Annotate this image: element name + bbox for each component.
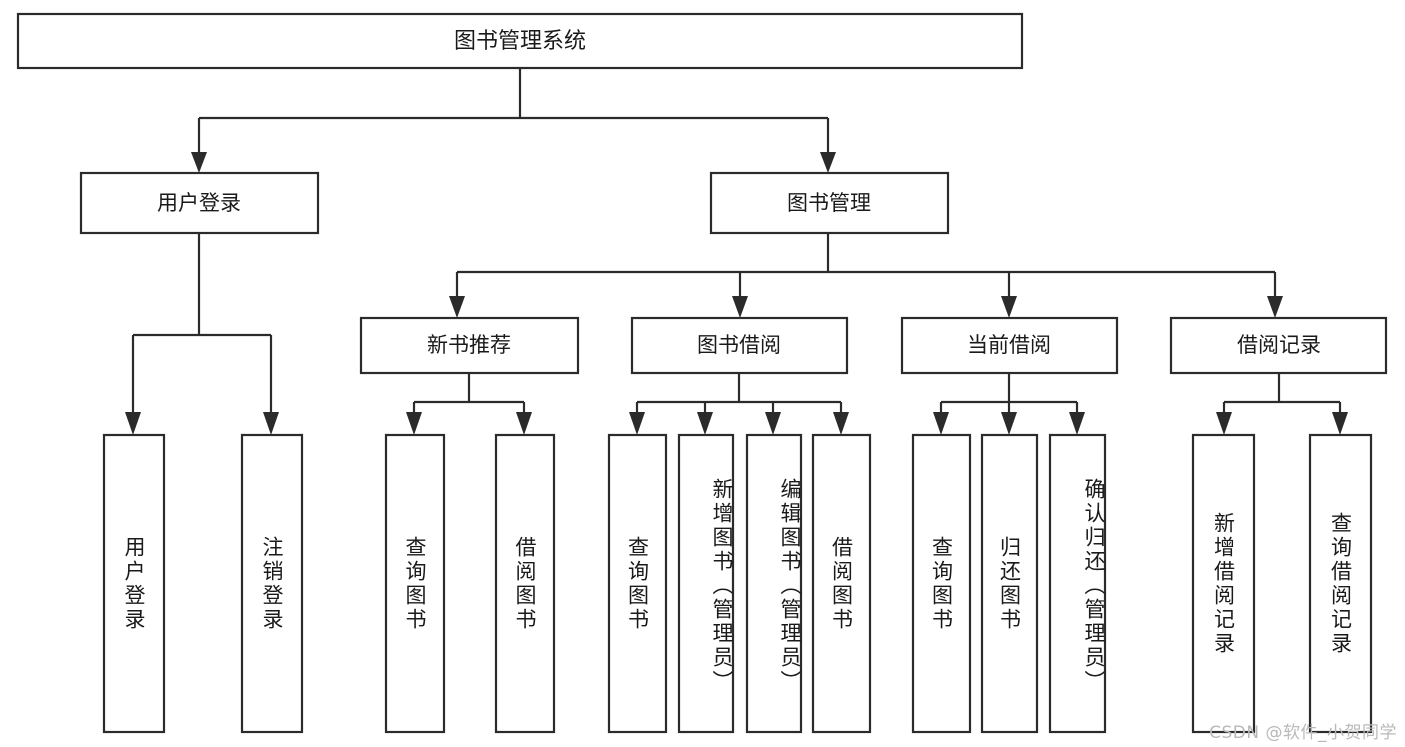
leaf-label-current-confirm: 确认归还（管理员） [1082, 477, 1106, 694]
leaf-label-record-query: 查询借阅记录 [1328, 511, 1353, 656]
connector-root-to-level2 [191, 68, 836, 173]
leaf-box-record-query[interactable] [1308, 433, 1373, 734]
connector-borrowrecord-to-leaves [1216, 373, 1348, 435]
leaf-label-borrow-lend: 借阅图书 [829, 535, 854, 632]
connector-bookborrow-to-leaves [629, 373, 849, 435]
leaf-box-borrow-add[interactable] [677, 433, 735, 734]
connector-newbook-to-leaves [406, 373, 532, 435]
node-root-box[interactable] [16, 12, 1024, 70]
leaf-label-borrow-query: 查询图书 [625, 535, 650, 632]
leaf-box-record-add[interactable] [1191, 433, 1256, 734]
node-user-login-label: 用户登录 [157, 191, 241, 215]
leaf-box-user-login[interactable] [102, 433, 166, 734]
node-current-borrow-box[interactable] [900, 316, 1119, 375]
node-book-management-box[interactable] [709, 171, 950, 235]
leaf-label-borrow-edit: 编辑图书（管理员） [778, 477, 802, 694]
leaf-box-newbook-borrow[interactable] [494, 433, 556, 734]
leaf-box-borrow-edit[interactable] [745, 433, 803, 734]
leaf-box-current-query[interactable] [911, 433, 972, 734]
node-new-book-recommend-box[interactable] [359, 316, 580, 375]
connector-currentborrow-to-leaves [933, 373, 1085, 435]
node-book-borrow-label: 图书借阅 [697, 333, 781, 357]
leaf-box-current-return[interactable] [980, 433, 1039, 734]
leaf-box-newbook-query[interactable] [384, 433, 446, 734]
watermark-text: CSDN @软件_小贺同学 [1209, 723, 1397, 743]
leaf-box-current-confirm[interactable] [1048, 433, 1107, 734]
node-root-label: 图书管理系统 [454, 29, 586, 54]
node-borrow-record-label: 借阅记录 [1237, 333, 1321, 357]
leaf-label-current-return: 归还图书 [997, 535, 1022, 632]
leaf-label-newbook-borrow: 借阅图书 [513, 535, 538, 632]
connector-userlogin-to-leaves [125, 233, 279, 435]
leaf-label-newbook-query: 查询图书 [403, 535, 428, 632]
leaf-label-logout: 注销登录 [260, 535, 285, 632]
node-book-borrow-box[interactable] [630, 316, 849, 375]
node-new-book-recommend-label: 新书推荐 [427, 333, 511, 357]
node-current-borrow-label: 当前借阅 [967, 333, 1051, 357]
leaf-box-logout[interactable] [240, 433, 304, 734]
leaf-box-borrow-query[interactable] [607, 433, 668, 734]
leaf-label-user-login: 用户登录 [122, 535, 147, 632]
leaf-label-record-add: 新增借阅记录 [1211, 511, 1236, 656]
node-user-login-box[interactable] [79, 171, 320, 235]
leaf-box-borrow-lend[interactable] [811, 433, 872, 734]
node-book-management-label: 图书管理 [787, 191, 871, 215]
connector-bookmgmt-to-level3 [449, 233, 1283, 318]
leaf-label-borrow-add: 新增图书（管理员） [710, 477, 734, 694]
node-borrow-record-box[interactable] [1169, 316, 1388, 375]
leaf-label-current-query: 查询图书 [929, 535, 954, 632]
